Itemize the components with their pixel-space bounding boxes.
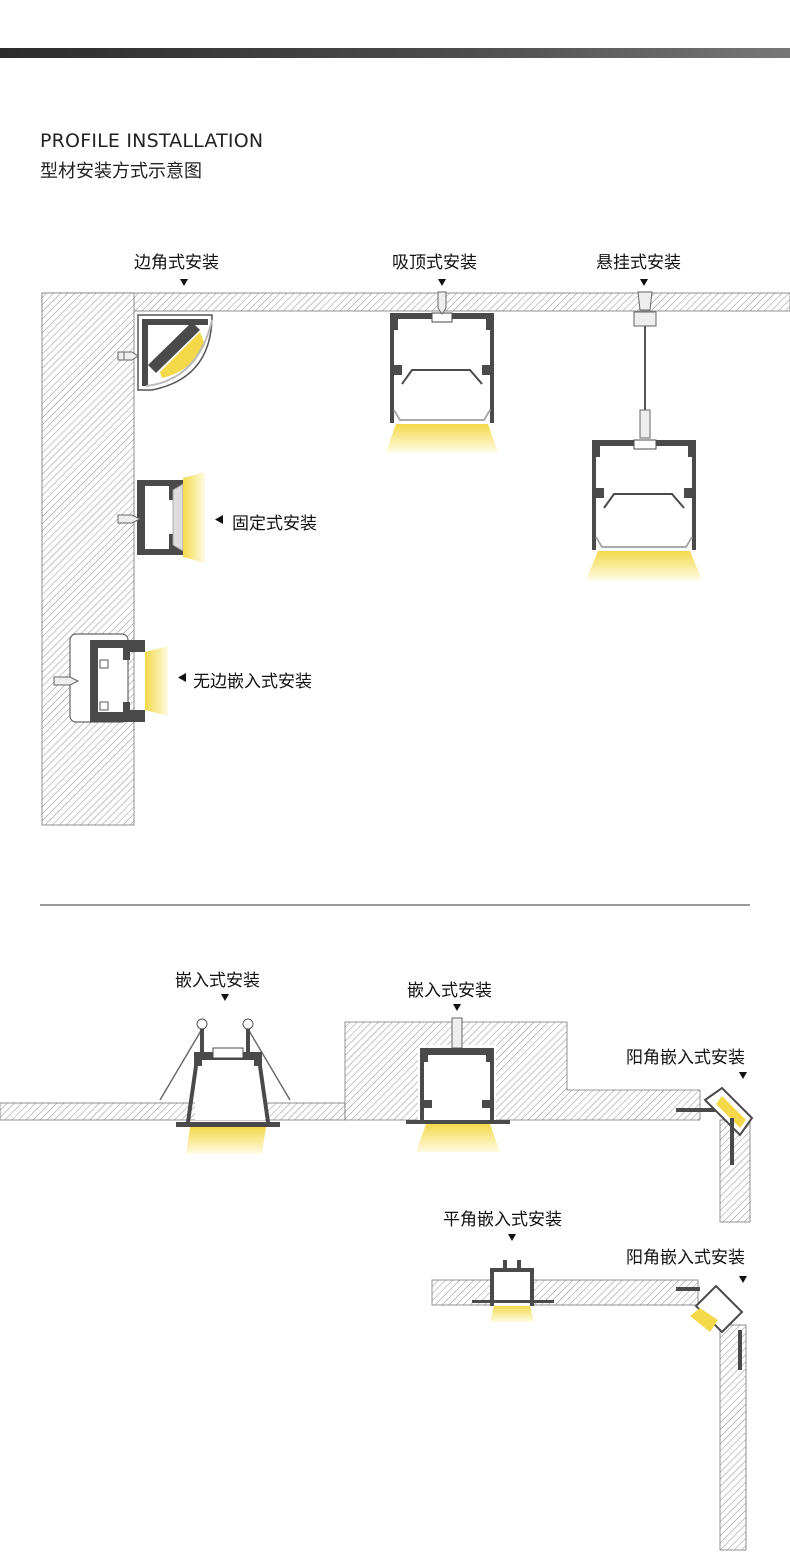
outer-corner-pointer-1 xyxy=(739,1072,747,1079)
corner-profile xyxy=(137,314,213,391)
wall-ceiling-top xyxy=(41,292,790,312)
pendant-pointer xyxy=(640,279,648,286)
flat-corner-pointer xyxy=(508,1234,516,1241)
outer-corner-profile-1 xyxy=(676,1086,754,1165)
wall-left-top xyxy=(41,292,135,826)
label-flat-corner-install: 平角嵌入式安装 xyxy=(443,1210,562,1230)
outer-corner-profile-2 xyxy=(676,1284,744,1370)
label-recessed-install: 嵌入式安装 xyxy=(407,981,492,1001)
fixed-profile xyxy=(137,472,205,563)
trimless-pointer xyxy=(178,673,186,682)
trimless-screw xyxy=(53,676,80,686)
label-ceiling-install: 吸顶式安装 xyxy=(392,253,477,273)
recessed-spring-profile xyxy=(159,1018,291,1154)
page-title-chinese: 型材安装方式示意图 xyxy=(40,161,202,182)
label-recessed-spring-install: 嵌入式安装 xyxy=(175,971,260,991)
corner-pointer xyxy=(180,279,188,286)
page-title-english: PROFILE INSTALLATION xyxy=(40,130,264,152)
pendant-profile xyxy=(586,439,702,580)
label-trimless-install: 无边嵌入式安装 xyxy=(193,672,312,692)
top-banner-bar xyxy=(0,48,790,58)
fixed-screw xyxy=(117,514,142,524)
flat-corner-wall xyxy=(431,1279,747,1551)
recessed-profile xyxy=(406,1017,510,1152)
flat-corner-profile xyxy=(472,1260,554,1322)
ceiling-pointer xyxy=(438,279,446,286)
label-pendant-install: 悬挂式安装 xyxy=(596,253,681,273)
recessed-spring-pointer xyxy=(221,994,229,1001)
trimless-profile xyxy=(69,633,168,723)
label-outer-corner-install-2: 阳角嵌入式安装 xyxy=(626,1248,745,1268)
label-corner-install: 边角式安装 xyxy=(134,253,219,273)
label-outer-corner-install-1: 阳角嵌入式安装 xyxy=(626,1048,745,1068)
label-fixed-install: 固定式安装 xyxy=(232,514,317,534)
corner-screw xyxy=(117,351,139,361)
pendant-anchor xyxy=(633,291,657,439)
ceiling-screw xyxy=(437,291,447,315)
recessed-pointer xyxy=(453,1004,461,1011)
ceiling-profile xyxy=(386,312,498,452)
outer-corner-pointer-2 xyxy=(739,1276,747,1283)
fixed-pointer xyxy=(215,515,223,524)
